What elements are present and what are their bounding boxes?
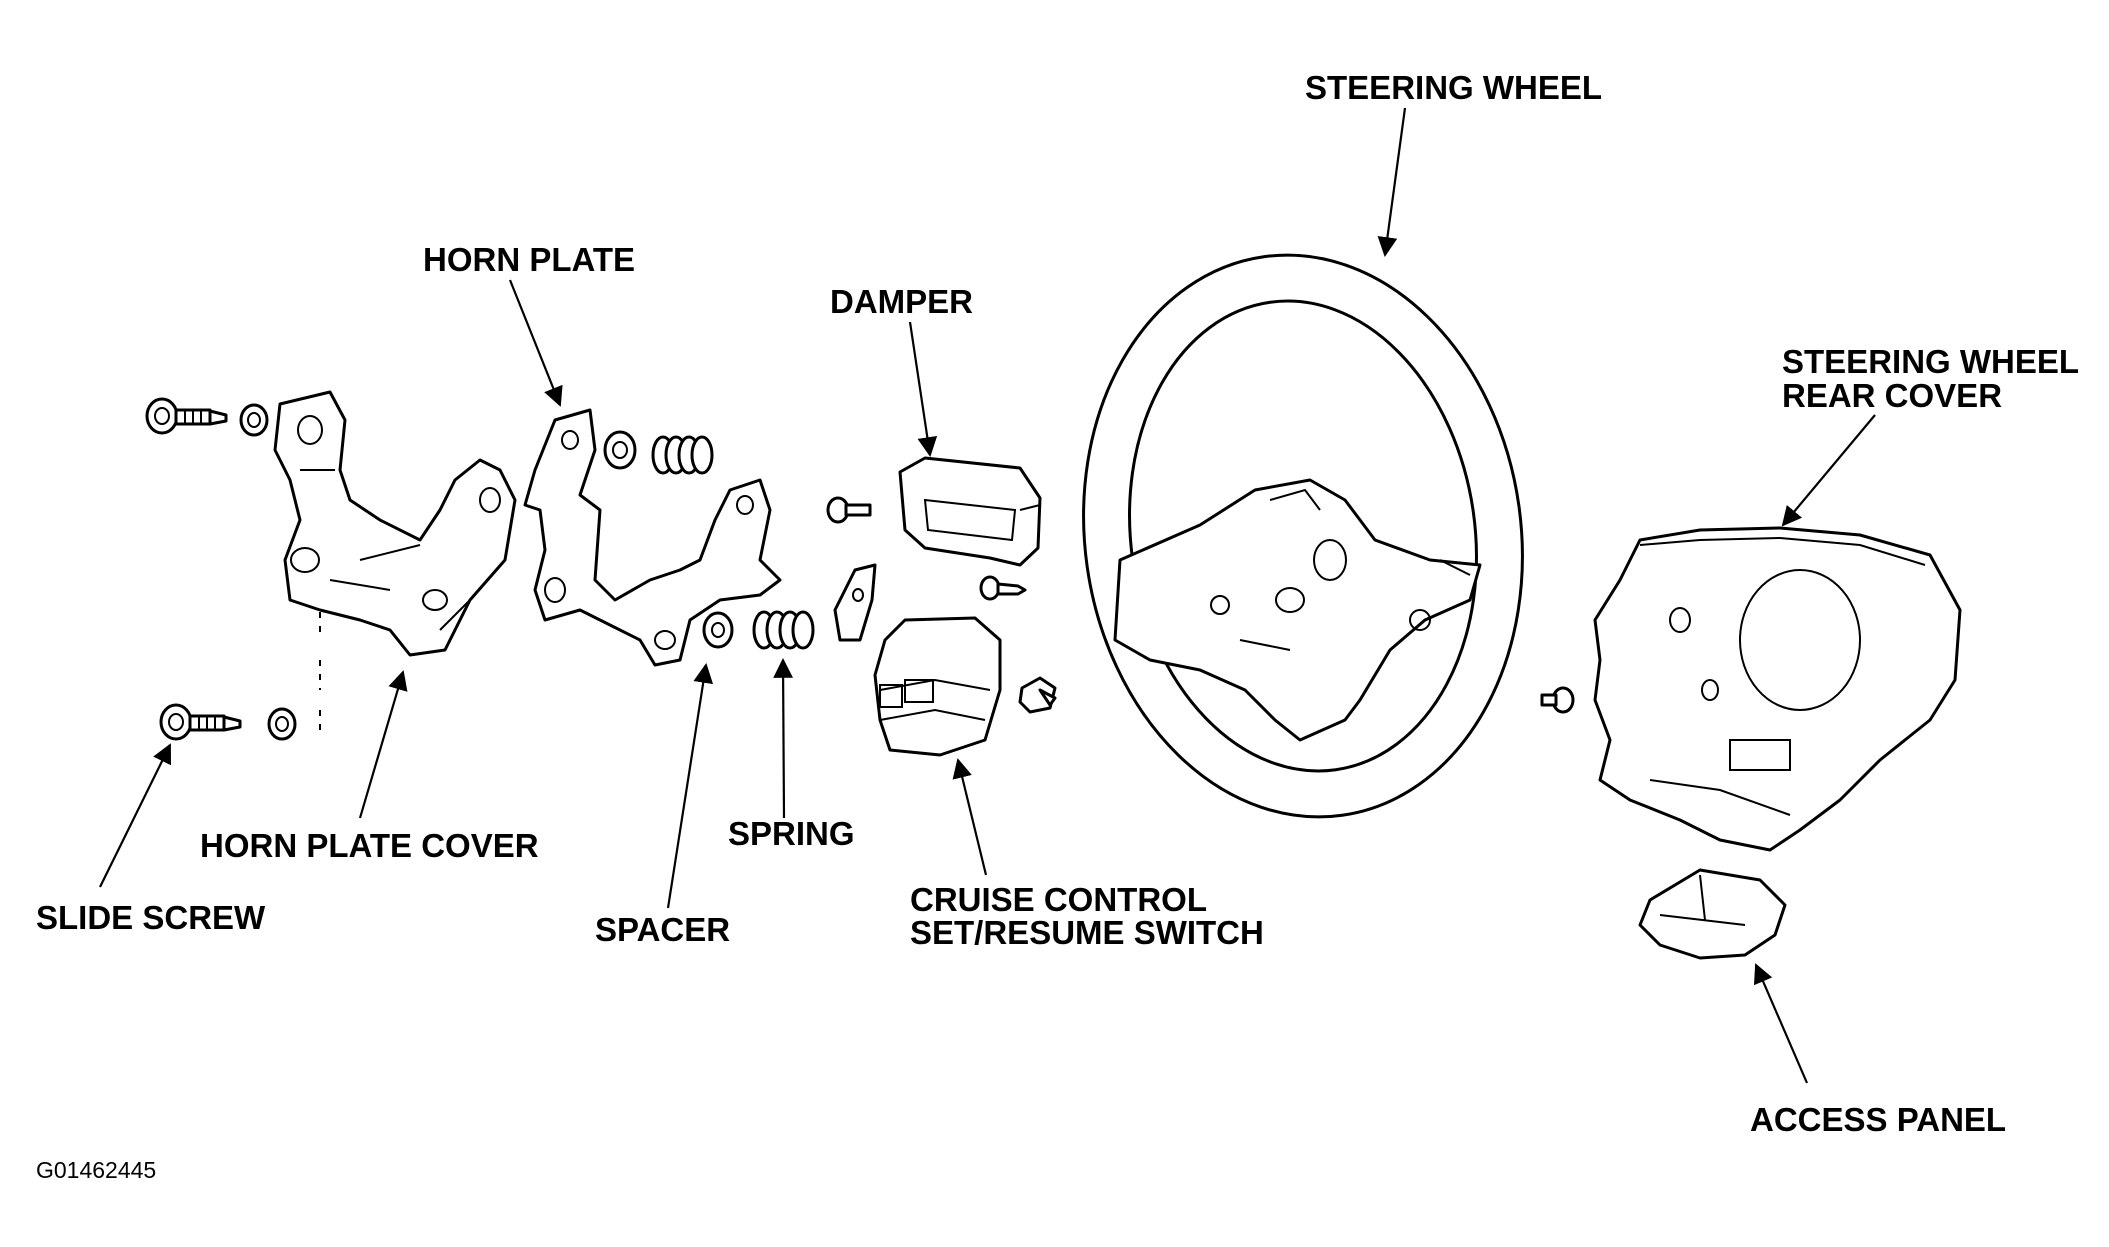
rear-cover-part xyxy=(1593,526,1962,852)
cruise-switch-part xyxy=(873,616,1002,757)
leader-lines xyxy=(99,107,1876,1084)
label-horn-plate-cover: HORN PLATE COVER xyxy=(200,827,539,864)
washer-lower xyxy=(267,707,297,741)
label-access-panel: ACCESS PANEL xyxy=(1750,1101,2007,1138)
label-cruise-line1: CRUISE CONTROL xyxy=(910,881,1207,918)
spring-lower xyxy=(752,610,815,650)
horn-plate-cover-part xyxy=(273,390,517,657)
washer-upper xyxy=(239,403,269,437)
label-rear-cover-line2: REAR COVER xyxy=(1782,377,2003,414)
small-screw-rear xyxy=(1540,686,1575,714)
slide-screw-lower xyxy=(159,703,242,741)
slide-screw-upper xyxy=(145,397,228,435)
access-panel-part xyxy=(1638,868,1787,960)
label-spring: SPRING xyxy=(728,815,855,852)
label-cruise-line2: SET/RESUME SWITCH xyxy=(910,914,1264,951)
label-slide-screw: SLIDE SCREW xyxy=(36,899,266,936)
horn-plate-part xyxy=(523,408,782,667)
small-screw-damper xyxy=(826,496,872,524)
figure-id: G01462445 xyxy=(36,1157,157,1183)
bracket-part xyxy=(833,563,877,642)
bolt-cruise xyxy=(1018,676,1057,714)
label-rear-cover-line1: STEERING WHEEL xyxy=(1782,343,2080,380)
label-horn-plate: HORN PLATE xyxy=(423,241,636,278)
tapping-screw xyxy=(979,575,1027,601)
damper-part xyxy=(898,456,1042,567)
label-steering-wheel: STEERING WHEEL xyxy=(1305,69,1603,106)
label-damper: DAMPER xyxy=(830,283,974,320)
steering-wheel-part xyxy=(1082,253,1524,819)
spring-upper xyxy=(651,435,714,475)
spacer-upper xyxy=(603,430,637,470)
label-spacer: SPACER xyxy=(595,911,731,948)
spacer-lower xyxy=(702,611,734,649)
